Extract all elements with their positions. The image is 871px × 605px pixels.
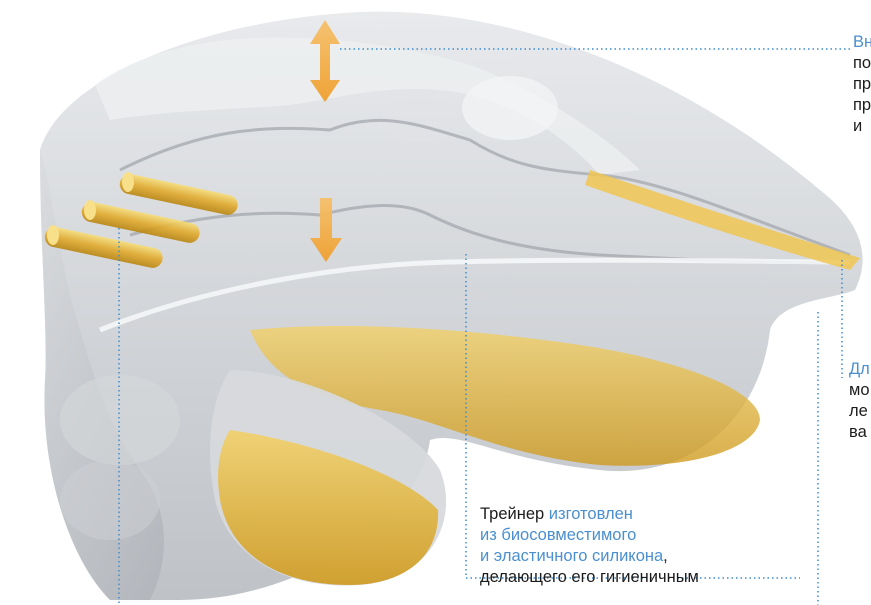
- caption-bottom-line-3-highlight: и эластичного силикона: [480, 547, 663, 565]
- caption-top-right-line-3: пр: [853, 74, 871, 95]
- caption-top-right: Вн по пр пр и: [853, 32, 871, 137]
- caption-bottom-center: Трейнер изготовлен из биосовместимого и …: [480, 504, 699, 588]
- caption-bottom-line-4: делающего его гигиеничным: [480, 567, 699, 588]
- caption-bottom-line-2: из биосовместимого: [480, 525, 699, 546]
- caption-top-right-line-4: пр: [853, 95, 871, 116]
- caption-mid-right-line-1: Дл: [849, 359, 871, 380]
- caption-bottom-line-3-tail: ,: [663, 547, 668, 565]
- caption-top-right-line-2: по: [853, 53, 871, 74]
- caption-mid-right-line-2: мо: [849, 380, 871, 401]
- caption-top-right-line-1: Вн: [853, 32, 871, 53]
- caption-bottom-line-1: Трейнер изготовлен: [480, 504, 699, 525]
- caption-mid-right-line-4: ва: [849, 422, 871, 443]
- caption-bottom-line-1-highlight: изготовлен: [549, 505, 633, 523]
- caption-top-right-line-5: и: [853, 116, 871, 137]
- caption-mid-right-line-3: ле: [849, 401, 871, 422]
- caption-bottom-line-3: и эластичного силикона,: [480, 546, 699, 567]
- caption-mid-right: Дл мо ле ва: [849, 359, 871, 443]
- caption-bottom-line-1-text: Трейнер: [480, 505, 549, 523]
- trainer-shell: [40, 12, 863, 600]
